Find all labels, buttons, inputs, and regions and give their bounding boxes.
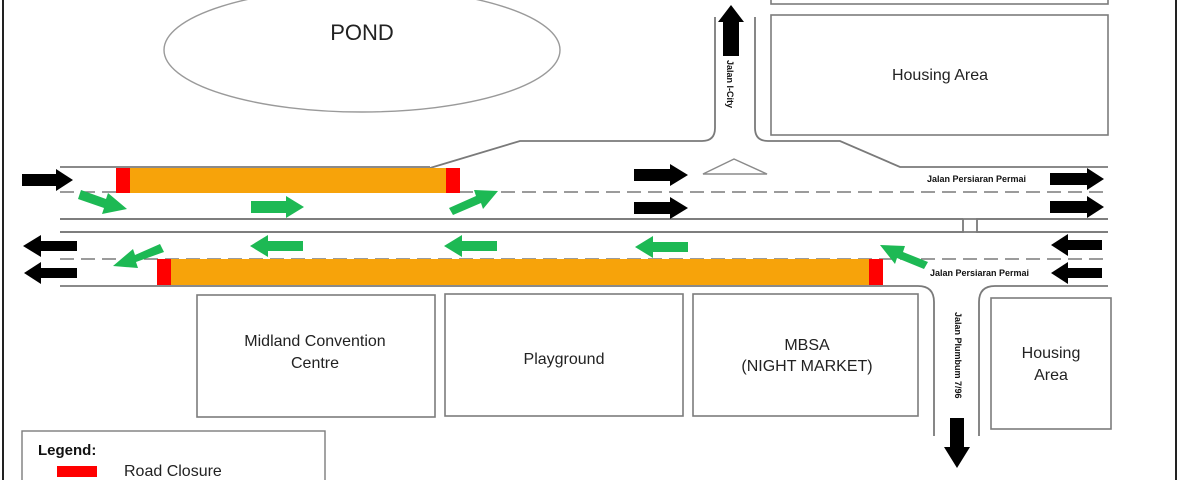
median-right	[976, 218, 1108, 233]
pond-outline	[163, 0, 561, 113]
diversion-arrow-icon	[251, 196, 304, 218]
mbsa-night-market	[692, 293, 919, 417]
closed-lane-westbound	[170, 259, 870, 285]
traffic-arrow-right-icon	[22, 169, 73, 191]
diversion-arrow-icon	[78, 190, 127, 214]
midland-convention-centre-label-1: Midland Convention	[244, 333, 385, 350]
north-road-right-edge	[754, 17, 1108, 168]
north-road-left-edge	[429, 17, 716, 169]
housing-area-top	[770, 14, 1109, 136]
north-arrow-icon	[718, 5, 744, 56]
median-left	[60, 219, 964, 233]
north-road-label: Jalan I-City	[725, 60, 735, 108]
diversion-arrow-icon	[250, 235, 303, 257]
midland-convention-centre-label-2: Centre	[291, 355, 339, 372]
traffic-arrow-left-icon	[1051, 234, 1102, 256]
mbsa-label-2: (NIGHT MARKET)	[741, 358, 872, 375]
road-closure-east-start	[116, 168, 130, 193]
housing-area-right	[990, 297, 1112, 430]
midland-convention-centre	[196, 294, 436, 418]
legend: Legend: Road Closure	[21, 430, 326, 480]
housing-area-right-label-2: Area	[1034, 367, 1068, 384]
south-arrow-icon	[944, 418, 970, 468]
road-label-westbound: Jalan Persiaran Permai	[930, 268, 1029, 278]
traffic-island	[702, 158, 768, 175]
building-top-strip	[770, 0, 1109, 5]
road-closure-west-start	[157, 259, 171, 285]
legend-swatch-road-closure	[57, 466, 97, 477]
traffic-arrow-left-icon	[1051, 262, 1102, 284]
mbsa-label-1: MBSA	[784, 337, 830, 354]
traffic-arrow-left-icon	[24, 262, 77, 284]
diversion-arrow-icon	[880, 245, 928, 269]
traffic-arrow-left-icon	[23, 235, 77, 257]
legend-title: Legend:	[38, 442, 96, 459]
south-road-label: Jalan Plumbum 7/96	[953, 312, 963, 399]
traffic-arrow-right-icon	[1050, 196, 1104, 218]
legend-label-road-closure: Road Closure	[124, 463, 222, 480]
traffic-arrow-right-icon	[634, 164, 688, 186]
traffic-arrow-right-icon	[1050, 168, 1104, 190]
pond-label: POND	[330, 20, 394, 45]
diversion-arrow-icon	[449, 190, 498, 215]
road-closure-west-end	[869, 259, 883, 285]
playground-label: Playground	[524, 351, 605, 368]
housing-area-right-label-1: Housing	[1022, 345, 1081, 362]
diversion-arrow-icon	[635, 236, 688, 258]
road-closure-east-end	[446, 168, 460, 193]
diversion-arrow-icon	[444, 235, 497, 257]
playground	[444, 293, 684, 417]
diversion-arrow-icon	[113, 244, 164, 268]
westbound-bottom-edge-right	[978, 285, 1108, 436]
road-label-eastbound: Jalan Persiaran Permai	[927, 174, 1026, 184]
westbound-bottom-edge-left	[60, 285, 935, 436]
traffic-arrow-right-icon	[634, 197, 688, 219]
closed-lane-eastbound	[130, 168, 447, 193]
housing-area-top-label: Housing Area	[892, 67, 988, 84]
